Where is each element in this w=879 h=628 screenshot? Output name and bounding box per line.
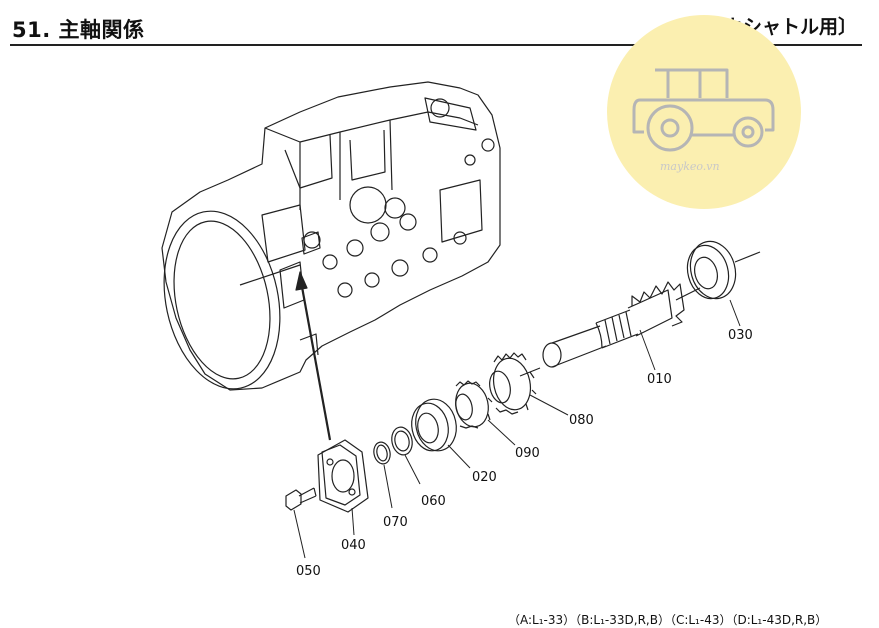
bearing-holder-040 — [317, 439, 369, 513]
part-label-080: 080 — [569, 413, 594, 428]
page-title: 51. 主軸関係 — [12, 18, 145, 42]
bolt-050 — [285, 487, 317, 511]
part-label-050: 050 — [296, 564, 321, 579]
part-label-010: 010 — [647, 372, 672, 387]
header-rule — [10, 44, 862, 46]
part-label-030: 030 — [728, 328, 753, 343]
watermark-logo: maykeo.vn — [607, 15, 801, 209]
part-label-060: 060 — [421, 494, 446, 509]
shim-060 — [391, 426, 413, 456]
gear-090 — [455, 380, 493, 429]
part-label-020: 020 — [472, 470, 497, 485]
gear-080 — [489, 352, 537, 415]
watermark-text: maykeo.vn — [660, 160, 720, 173]
transmission-housing — [161, 81, 501, 391]
snap-ring-070 — [373, 441, 391, 465]
part-label-040: 040 — [341, 538, 366, 553]
model-applicability: （A:L₁-33）（B:L₁-33D,R,B）（C:L₁-43）（D:L₁-43… — [508, 613, 828, 627]
leader-lines — [293, 299, 741, 559]
bearing-020 — [411, 398, 457, 452]
tractor-icon — [632, 68, 775, 152]
part-label-070: 070 — [383, 515, 408, 530]
part-label-090: 090 — [515, 446, 540, 461]
mainshaft-010 — [519, 281, 701, 377]
bearing-030 — [686, 240, 761, 300]
